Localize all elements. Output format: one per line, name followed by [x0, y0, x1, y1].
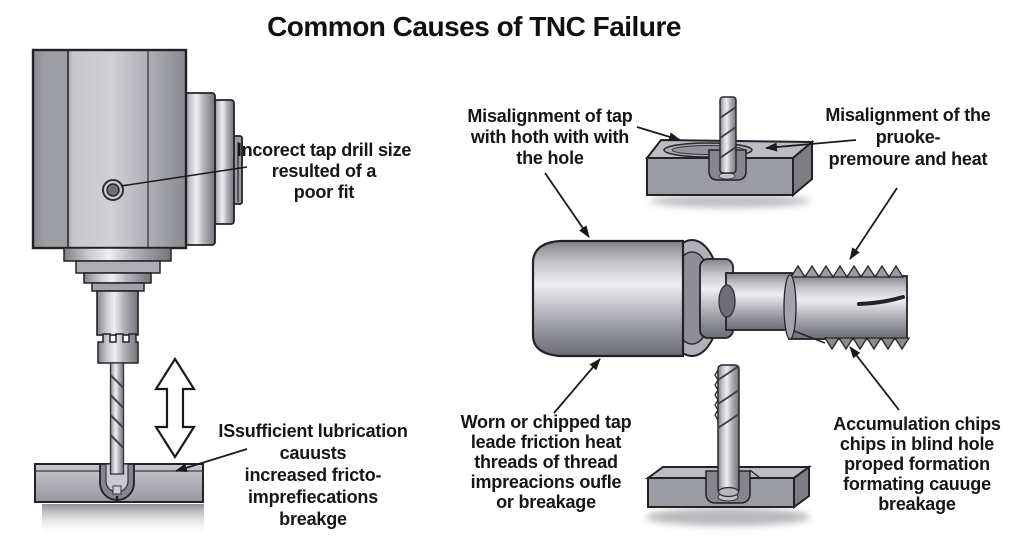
label-misalignment-pressure: Misalignment of the pruoke- premoure and… — [825, 105, 991, 169]
label-worn-chipped-tap: Worn or chipped tap leade friction heat … — [460, 412, 632, 512]
arrow-worn-tap — [553, 358, 601, 414]
misaligned-tap-block-illustration — [644, 96, 815, 208]
label-chip-accumulation: Accumulation chips chips in blind hole p… — [833, 414, 1001, 514]
label-misalignment-tap: Misalignment of tap with hoth with with … — [467, 106, 633, 168]
holder-barrel — [531, 239, 685, 358]
arrow-chip-accumulation — [849, 346, 900, 411]
up-down-arrow-icon — [154, 356, 196, 460]
drill-bit-icon — [109, 362, 125, 475]
leader-line-hole — [120, 166, 248, 187]
workpiece-shadow — [42, 504, 204, 536]
tap-drill-hole-icon — [102, 179, 124, 201]
tap-holder-illustration — [531, 239, 911, 358]
annotation-arrows — [175, 126, 900, 473]
drill-press-illustration — [31, 48, 248, 536]
machine-head-body — [31, 48, 188, 250]
spindle-assembly — [63, 247, 172, 364]
collet-chuck — [97, 333, 139, 364]
label-incorrect-tap-drill: Incorect tap drill size resulted of a po… — [236, 140, 412, 202]
arrow-pressure-block — [765, 139, 857, 152]
diagram-title: Common Causes of TNC Failure — [267, 11, 681, 42]
vertical-tap-icon — [714, 364, 740, 498]
arrow-pressure-tap — [849, 187, 898, 260]
arrow-misalignment-holder — [544, 172, 590, 238]
tap-shank — [725, 272, 793, 331]
blind-hole-block-illustration — [644, 364, 813, 526]
label-insufficient-lubrication: ISsufficient lubrication cauusts increas… — [218, 421, 408, 529]
threaded-tap-icon — [783, 264, 911, 351]
tilted-tap-icon — [719, 96, 737, 174]
arrow-lubrication — [175, 448, 248, 473]
arrow-misalignment-block — [636, 126, 681, 142]
